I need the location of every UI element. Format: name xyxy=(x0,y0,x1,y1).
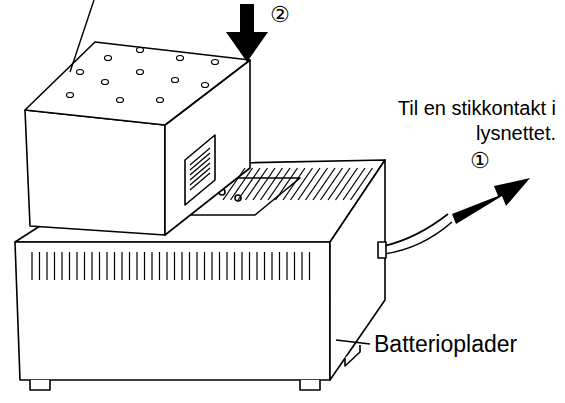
fin xyxy=(301,252,302,280)
fin xyxy=(46,252,47,280)
vent-hole xyxy=(77,70,84,75)
fin xyxy=(234,252,235,280)
foot xyxy=(345,345,360,366)
fin xyxy=(286,252,287,280)
fin xyxy=(151,252,152,280)
fin xyxy=(144,252,145,280)
fin xyxy=(91,252,92,280)
vent-hole xyxy=(212,60,219,65)
charger-front xyxy=(15,242,330,380)
fin xyxy=(114,252,115,280)
fin xyxy=(61,252,62,280)
foot xyxy=(300,380,320,390)
fin xyxy=(69,252,70,280)
fin xyxy=(196,252,197,280)
fin xyxy=(264,252,265,280)
vent-hole xyxy=(137,48,144,53)
vent-hole xyxy=(67,93,74,98)
battery-top xyxy=(25,42,250,125)
fin xyxy=(99,252,100,280)
grip-line xyxy=(190,168,210,185)
fin xyxy=(204,252,205,280)
grip-line xyxy=(190,163,210,180)
fin xyxy=(249,252,250,280)
vent-hole xyxy=(157,98,164,103)
fin xyxy=(166,252,167,280)
fin xyxy=(76,252,77,280)
fin xyxy=(279,252,280,280)
plug-arrow xyxy=(452,178,530,224)
fin xyxy=(271,252,272,280)
fin xyxy=(226,252,227,280)
fin xyxy=(84,252,85,280)
fin xyxy=(219,252,220,280)
part-label: Batterioplader xyxy=(374,330,517,358)
fin xyxy=(136,252,137,280)
grip-line xyxy=(190,148,210,165)
cord-end xyxy=(378,242,386,258)
fin xyxy=(174,252,175,280)
grip-line xyxy=(190,158,210,175)
fin xyxy=(256,252,257,280)
vent-hole xyxy=(202,83,209,88)
fin xyxy=(39,252,40,280)
vent-hole xyxy=(102,80,109,85)
insert-arrow xyxy=(226,4,268,62)
grip-line xyxy=(190,153,210,170)
vent-hole xyxy=(137,70,144,75)
fin xyxy=(129,252,130,280)
power-cord xyxy=(384,214,448,246)
fin xyxy=(106,252,107,280)
grip-line xyxy=(190,173,210,190)
vent-hole xyxy=(172,78,179,83)
battery-latch xyxy=(185,135,215,205)
fin xyxy=(294,252,295,280)
fin xyxy=(309,252,310,280)
fin xyxy=(181,252,182,280)
callout-number: ① xyxy=(470,148,490,174)
callout-number: ② xyxy=(270,2,290,28)
fin xyxy=(54,252,55,280)
fin xyxy=(189,252,190,280)
fin xyxy=(241,252,242,280)
vent-hole xyxy=(177,56,184,61)
vent-hole xyxy=(117,98,124,103)
vent-hole xyxy=(105,56,112,61)
fin xyxy=(31,252,32,280)
foot xyxy=(30,380,50,390)
part-label: Til en stikkontakt i lysnettet. xyxy=(382,96,556,146)
fin xyxy=(159,252,160,280)
power-cord xyxy=(384,222,452,254)
leader-line xyxy=(70,0,94,72)
battery-front xyxy=(25,110,165,235)
fin xyxy=(211,252,212,280)
rib xyxy=(351,168,373,200)
leader-line xyxy=(336,340,370,344)
fin xyxy=(121,252,122,280)
